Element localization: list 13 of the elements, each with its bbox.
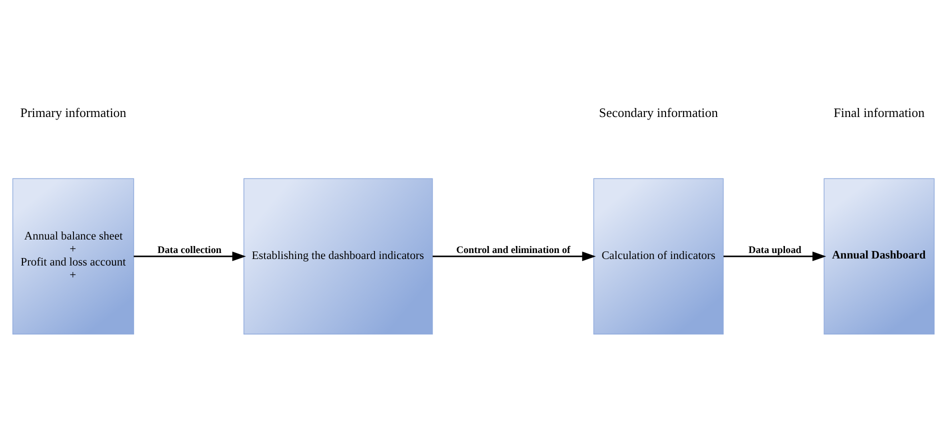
arrow — [432, 252, 596, 262]
edge-label: Data upload — [748, 244, 802, 256]
node-box: Annual balance sheet + Profit and loss account + — [12, 178, 134, 334]
edge-label: Control and elimination of — [456, 244, 570, 256]
label: Final information — [834, 105, 925, 120]
label: Primary information — [20, 105, 126, 120]
arrow — [134, 252, 246, 262]
node-box: Establishing the dashboard indicators — [244, 178, 433, 334]
label: Secondary information — [599, 105, 718, 120]
node-box: Annual Dashboard — [824, 178, 935, 334]
edge-label: Data collection — [157, 244, 222, 256]
node-box: Calculation of indicators — [593, 178, 724, 334]
arrow — [724, 252, 826, 262]
